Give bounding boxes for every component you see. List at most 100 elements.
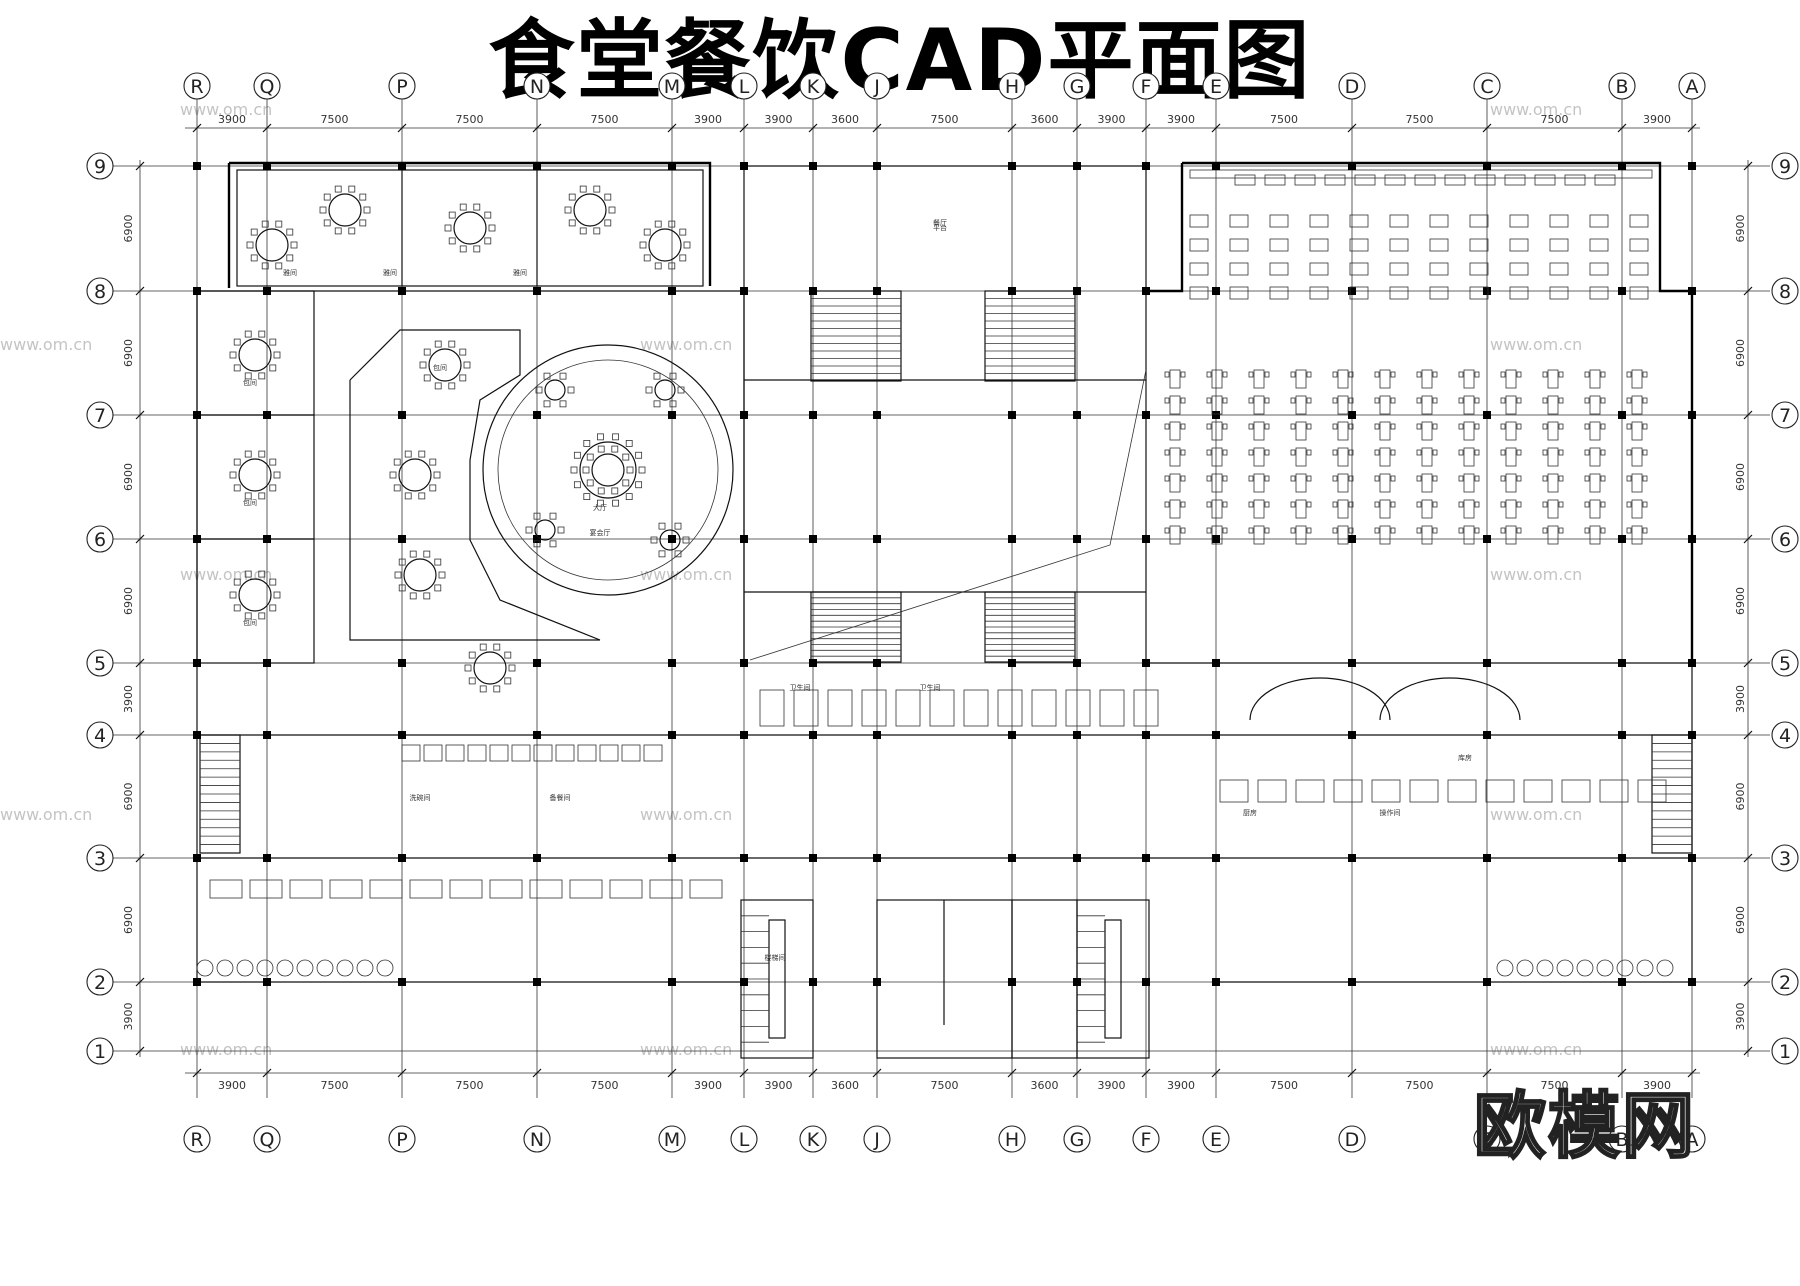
structural-column (1618, 535, 1626, 543)
banquet-hall-inner (497, 359, 719, 581)
dining-table (1589, 447, 1601, 467)
column-dimension: 3900 (1167, 113, 1195, 126)
dining-table (1421, 525, 1433, 545)
dining-table (1631, 525, 1643, 545)
chair (1416, 475, 1422, 482)
chair (1500, 423, 1506, 430)
column-axis-label: K (807, 76, 820, 98)
chair (1222, 371, 1228, 378)
row-axis-bubble (86, 525, 114, 553)
dimension-tick (1743, 534, 1753, 544)
chair (423, 374, 431, 382)
dining-table (1631, 369, 1643, 389)
structural-column (1348, 162, 1356, 170)
structural-column (668, 411, 676, 419)
column-axis-label: M (664, 76, 680, 98)
dining-table (1309, 262, 1329, 276)
structural-column (873, 731, 881, 739)
dining-table (1463, 499, 1475, 519)
row-axis-bubble (86, 844, 114, 872)
chair (1626, 475, 1632, 482)
row-axis-bubble (86, 649, 114, 677)
exterior-wall (229, 161, 712, 286)
prep-counter (1523, 779, 1553, 803)
dining-table (1421, 369, 1433, 389)
round-table (473, 651, 507, 685)
chair (1306, 475, 1312, 482)
chair (625, 440, 633, 447)
dining-table (1169, 473, 1181, 493)
chair (1474, 475, 1480, 482)
chair (493, 643, 501, 651)
structural-column (1212, 659, 1220, 667)
chair (1542, 397, 1548, 404)
prep-counter (1599, 779, 1629, 803)
structural-column (1483, 411, 1491, 419)
column-axis-label: F (1141, 1129, 1152, 1151)
column-axis-bubble (799, 1125, 827, 1153)
column-axis-bubble (253, 72, 281, 100)
chair (1516, 475, 1522, 482)
chair (1164, 527, 1170, 534)
window-strip (1189, 169, 1653, 179)
chair (533, 512, 541, 520)
chair (438, 571, 446, 579)
prep-counter (1371, 779, 1401, 803)
chair (1390, 449, 1396, 456)
structural-column (398, 287, 406, 295)
chair (1306, 423, 1312, 430)
dining-table (1269, 214, 1289, 228)
prep-counter (289, 879, 323, 899)
dimension-tick (135, 534, 145, 544)
row-axis-label: 5 (1779, 653, 1791, 675)
dining-table (1169, 421, 1181, 441)
chair (1348, 501, 1354, 508)
chair (1416, 527, 1422, 534)
toilet-stall (929, 689, 955, 727)
column-dimension: 7500 (321, 113, 349, 126)
row-axis-bubble (1771, 525, 1799, 553)
dining-table (1421, 447, 1433, 467)
room-label: 包间 (433, 363, 447, 372)
column-axis-bubble (1202, 72, 1230, 100)
prep-counter (209, 879, 243, 899)
dimension-tick (135, 730, 145, 740)
chair (1474, 423, 1480, 430)
dining-table (1429, 238, 1449, 252)
structural-column (1688, 731, 1696, 739)
structural-column (809, 854, 817, 862)
private-room-block (236, 169, 704, 287)
dimension-tick (135, 410, 145, 420)
structural-column (263, 731, 271, 739)
chair (484, 211, 492, 219)
chair (643, 254, 651, 262)
structural-column (809, 162, 817, 170)
chair (1206, 527, 1212, 534)
chair (533, 540, 541, 548)
dining-table (1389, 214, 1409, 228)
chair (1642, 423, 1648, 430)
dimension-tick (872, 1068, 882, 1078)
chair (1290, 501, 1296, 508)
dining-table (1589, 214, 1609, 228)
room-label: 雅间 (283, 268, 297, 277)
dimension-tick (1072, 1068, 1082, 1078)
chair (1222, 475, 1228, 482)
column-axis-label: G (1070, 76, 1085, 98)
structural-column (1688, 287, 1696, 295)
furniture (196, 174, 1674, 977)
dimension-tick (1347, 123, 1357, 133)
dining-table (1469, 238, 1489, 252)
chair (567, 386, 575, 394)
watermark-text: www.om.cn (1490, 805, 1582, 824)
dimension-tick (667, 123, 677, 133)
structural-column (1008, 162, 1016, 170)
chair (423, 550, 431, 558)
chair (419, 361, 427, 369)
structural-column (533, 978, 541, 986)
structural-column (809, 287, 817, 295)
chair (1584, 397, 1590, 404)
chair (1458, 449, 1464, 456)
structural-column (1212, 411, 1220, 419)
dining-table (1189, 214, 1209, 228)
